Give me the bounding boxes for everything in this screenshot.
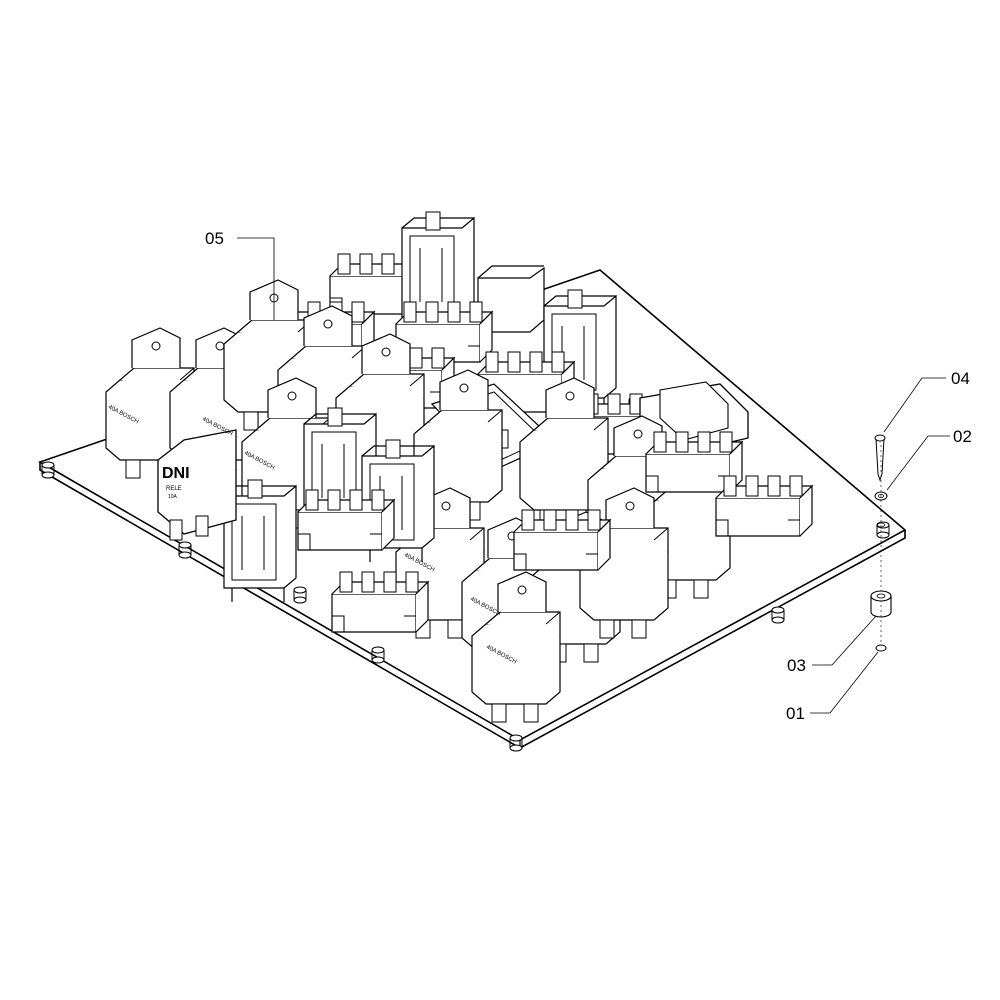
callout-05: 05 <box>205 229 224 248</box>
board-screw <box>41 461 55 479</box>
board-screw <box>178 541 192 559</box>
callout-03: 03 <box>787 656 806 675</box>
callout-01: 01 <box>786 704 805 723</box>
component-dni-relay: DNI RELE 10A <box>157 429 237 541</box>
callout-04: 04 <box>951 369 970 388</box>
exploded-spacer-03 <box>870 590 892 618</box>
leader-lines <box>237 237 950 714</box>
dni-relay-sublabel: RELE <box>166 486 182 492</box>
dni-relay-label: DNI <box>162 465 190 482</box>
exploded-screw-04 <box>874 434 886 482</box>
exploded-nut-01 <box>875 644 887 652</box>
dni-relay-rating: 10A <box>168 494 178 500</box>
board-screw <box>771 606 785 624</box>
callout-02: 02 <box>953 427 972 446</box>
